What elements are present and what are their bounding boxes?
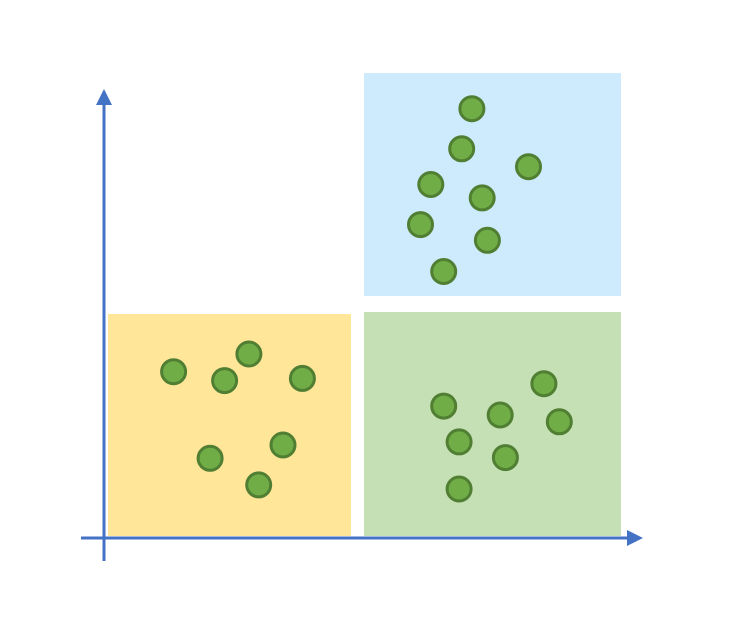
point-bottom-right-7 — [445, 475, 473, 503]
region-top-right — [364, 73, 621, 296]
point-bottom-left-1 — [160, 358, 188, 386]
point-bottom-right-1 — [530, 370, 558, 398]
point-bottom-left-4 — [288, 364, 316, 392]
x-axis-arrowhead — [627, 530, 643, 546]
point-bottom-right-5 — [445, 428, 473, 456]
axes — [81, 89, 643, 561]
region-bottom-left — [108, 314, 351, 536]
point-top-right-6 — [407, 211, 434, 239]
regions-layer — [108, 73, 621, 536]
point-top-right-7 — [473, 226, 501, 254]
points-layer — [160, 95, 573, 503]
point-bottom-right-6 — [491, 444, 519, 472]
point-top-right-5 — [515, 153, 542, 181]
point-top-right-4 — [468, 184, 496, 212]
point-bottom-left-6 — [269, 431, 297, 459]
point-top-right-1 — [458, 95, 486, 123]
y-axis-arrowhead — [96, 89, 112, 105]
point-bottom-left-3 — [211, 367, 239, 395]
point-bottom-left-7 — [245, 471, 273, 499]
point-top-right-8 — [430, 258, 458, 285]
point-bottom-right-3 — [486, 401, 514, 429]
point-bottom-left-5 — [196, 444, 224, 472]
point-top-right-3 — [417, 171, 445, 198]
point-bottom-right-4 — [545, 408, 573, 436]
point-bottom-left-2 — [235, 340, 263, 368]
point-bottom-right-2 — [430, 392, 458, 420]
point-top-right-2 — [448, 135, 476, 163]
